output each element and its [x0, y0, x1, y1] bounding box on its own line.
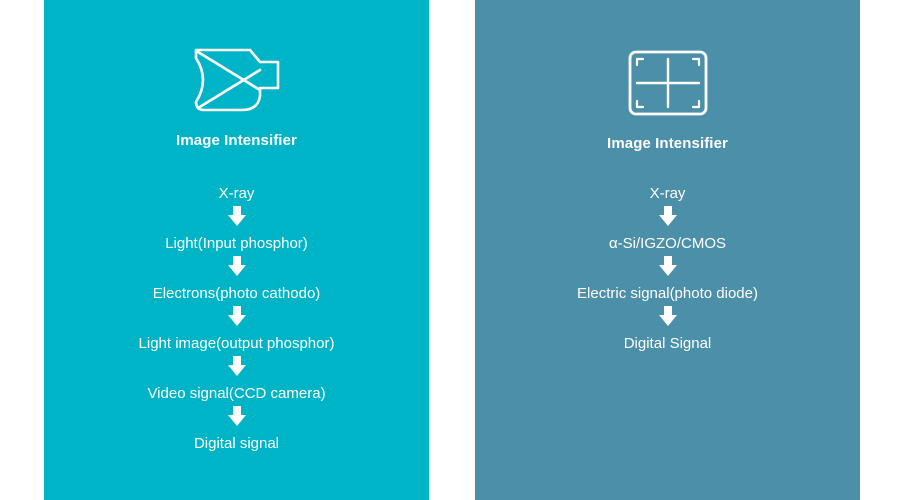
flow-step: X-ray [218, 185, 255, 202]
flat-panel-detector-icon [628, 50, 707, 116]
flow-step: Digital Signal [623, 335, 712, 352]
flow-step: X-ray [649, 185, 686, 202]
arrow-down-icon [227, 306, 246, 326]
arrow-down-icon [658, 306, 677, 326]
image-intensifier-tube-icon [194, 48, 279, 112]
process-flow: X-ray α-Si/IGZO/CMOS Electric signal(pho… [475, 185, 860, 353]
right-panel: Image Intensifier X-ray α-Si/IGZO/CMOS E… [475, 0, 860, 500]
arrow-down-icon [227, 406, 246, 426]
arrow-down-icon [227, 256, 246, 276]
arrow-down-icon [658, 256, 677, 276]
flow-step: Light image(output phosphor) [138, 335, 335, 352]
flow-step: α-Si/IGZO/CMOS [608, 235, 726, 252]
flow-step: Electric signal(photo diode) [577, 285, 758, 302]
panel-title: Image Intensifier [607, 135, 728, 152]
process-flow: X-ray Light(Input phosphor) Electrons(ph… [44, 185, 429, 453]
flow-step: Digital signal [193, 435, 280, 452]
left-panel: Image Intensifier X-ray Light(Input phos… [44, 0, 429, 500]
arrow-down-icon [227, 206, 246, 226]
flow-step: Light(Input phosphor) [165, 235, 308, 252]
arrow-down-icon [658, 206, 677, 226]
flow-step: Electrons(photo cathodo) [152, 285, 321, 302]
flow-step: Video signal(CCD camera) [147, 385, 326, 402]
arrow-down-icon [227, 356, 246, 376]
panel-title: Image Intensifier [176, 132, 297, 149]
